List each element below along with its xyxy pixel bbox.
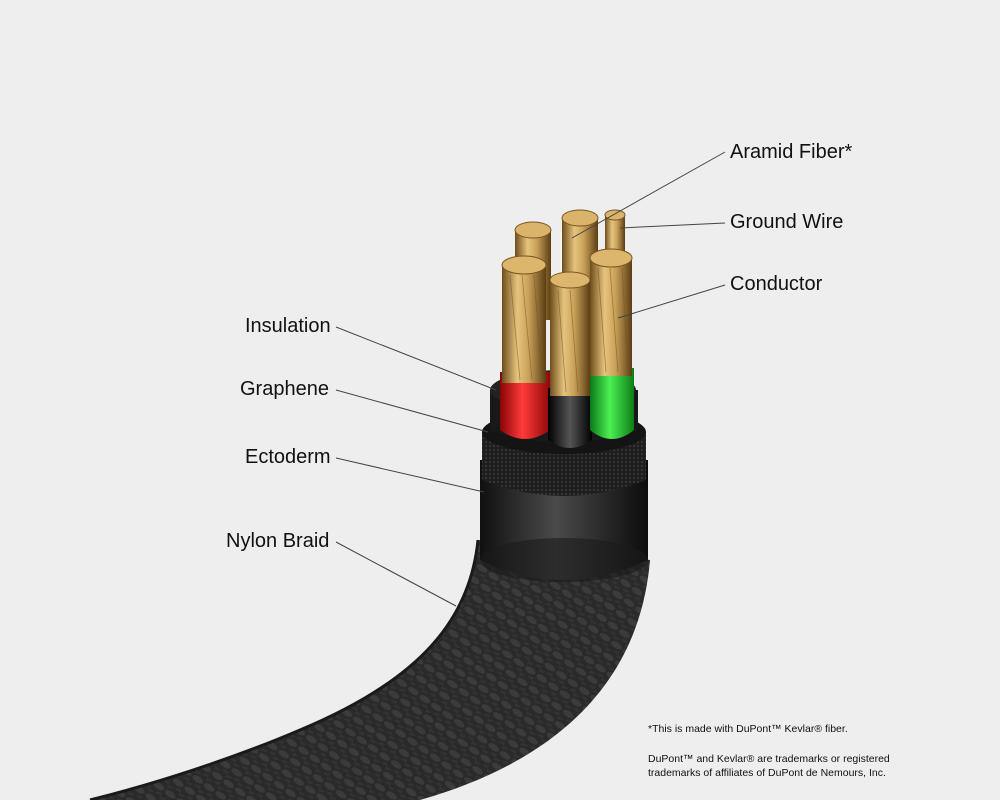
kevlar-footnote: *This is made with DuPont™ Kevlar® fiber… xyxy=(648,723,848,735)
insulation-red xyxy=(500,372,550,439)
leader-graphene xyxy=(335,389,489,433)
leader-ectoderm xyxy=(335,457,485,493)
label-ectoderm: Ectoderm xyxy=(245,446,331,468)
conductor-left xyxy=(502,265,546,383)
nylon-braid-body xyxy=(90,540,650,800)
leader-insulation xyxy=(335,326,497,391)
trademark-line-2: trademarks of affiliates of DuPont de Ne… xyxy=(648,767,886,779)
leader-aramid-fiber xyxy=(571,151,726,239)
label-aramid-fiber: Aramid Fiber* xyxy=(730,141,853,163)
label-nylon-braid: Nylon Braid xyxy=(226,530,330,552)
label-ground-wire: Ground Wire xyxy=(730,211,844,233)
conductor-right xyxy=(590,258,632,376)
leader-ground-wire xyxy=(619,222,726,229)
label-insulation: Insulation xyxy=(245,315,331,337)
label-graphene: Graphene xyxy=(240,378,329,400)
insulation-black xyxy=(548,388,592,448)
conductor-middle xyxy=(550,280,590,396)
trademark-line-1: DuPont™ and Kevlar® are trademarks or re… xyxy=(648,753,890,765)
leader-nylon-braid xyxy=(335,541,457,607)
leader-conductor xyxy=(617,284,726,319)
insulation-green xyxy=(590,368,634,439)
label-conductor: Conductor xyxy=(730,273,823,295)
